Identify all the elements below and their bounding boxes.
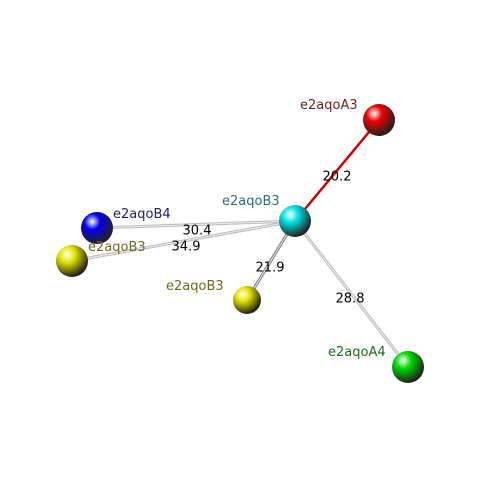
node-e2aqoa3[interactable] [363,104,395,136]
node-e2aqob3[interactable] [56,245,88,277]
node-label-e2aqob3: e2aqoB3 [222,194,280,209]
node-e2aqob3[interactable] [233,286,261,314]
node-label-e2aqoa3: e2aqoA3 [300,98,358,113]
edge-label: 34.9 [172,240,201,255]
edge-label: 21.9 [256,261,285,276]
edge-label: 20.2 [323,170,352,185]
edge-label: 30.4 [183,224,212,239]
node-label-e2aqob3: e2aqoB3 [166,279,224,294]
node-label-e2aqoa4: e2aqoA4 [328,345,386,360]
edge-label: 28.8 [336,292,365,307]
edge-highlight [96,220,296,229]
node-label-e2aqob3: e2aqoB3 [88,240,146,255]
edge-highlight [71,220,296,262]
node-e2aqoa4[interactable] [392,351,424,383]
node-e2aqob3[interactable] [279,205,311,237]
edge-highlight [294,220,409,368]
node-e2aqob4[interactable] [81,212,113,244]
edge-20-2 [293,118,381,223]
node-label-e2aqob4: e2aqoB4 [113,207,171,222]
